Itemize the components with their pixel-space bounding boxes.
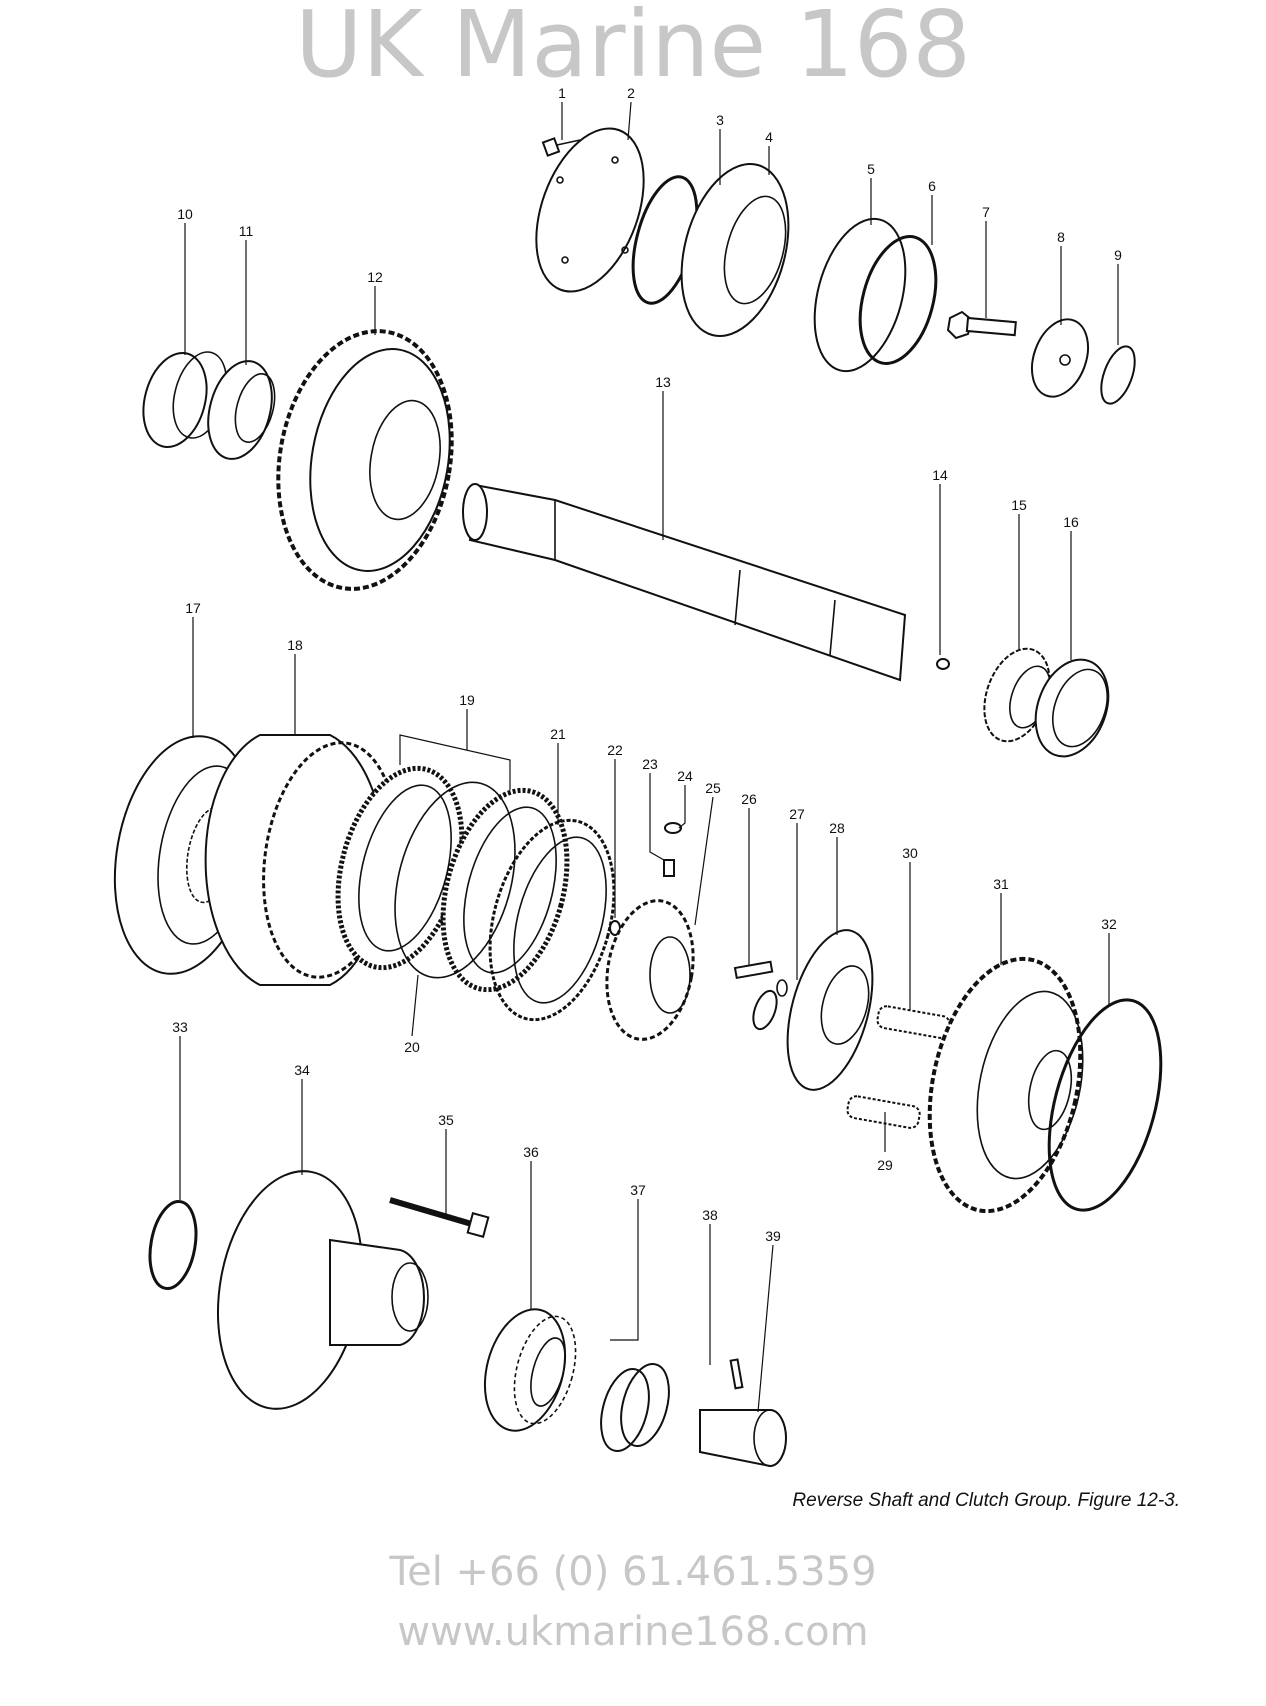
callout-8: 8 bbox=[1057, 229, 1065, 245]
callout-39: 39 bbox=[765, 1228, 781, 1244]
part-25-clutch-hub bbox=[605, 899, 695, 1041]
callout-26: 26 bbox=[741, 791, 757, 807]
part-6-seal-ring bbox=[858, 235, 938, 365]
part-7-bolt bbox=[946, 310, 1017, 340]
part-9-washer bbox=[1100, 345, 1136, 405]
part-14-plug bbox=[936, 658, 950, 670]
part-32-seal-ring bbox=[1047, 998, 1163, 1212]
part-12-reverse-gear bbox=[276, 329, 454, 591]
callout-35: 35 bbox=[438, 1112, 454, 1128]
callout-38: 38 bbox=[702, 1207, 718, 1223]
part-29-spring bbox=[846, 1095, 921, 1129]
callout-25: 25 bbox=[705, 780, 721, 796]
watermark: UK Marine 168 Tel +66 (0) 61.461.5359 ww… bbox=[295, 0, 971, 1655]
callout-23: 23 bbox=[642, 756, 658, 772]
part-39-sleeve bbox=[699, 1409, 787, 1468]
part-11-bearing-cone bbox=[207, 360, 276, 460]
part-30-spring bbox=[876, 1005, 951, 1039]
part-16-bearing-cup bbox=[1034, 658, 1110, 758]
callout-5: 5 bbox=[867, 161, 875, 177]
part-36-ball-bearing bbox=[483, 1308, 577, 1432]
part-20-steel-plate bbox=[394, 781, 516, 979]
callout-24: 24 bbox=[677, 768, 693, 784]
callout-18: 18 bbox=[287, 637, 303, 653]
callout-7: 7 bbox=[982, 204, 990, 220]
callout-21: 21 bbox=[550, 726, 566, 742]
callout-29: 29 bbox=[877, 1157, 893, 1173]
callout-16: 16 bbox=[1063, 514, 1079, 530]
part-8-thick-washer bbox=[1030, 318, 1090, 398]
callout-10: 10 bbox=[177, 206, 193, 222]
watermark-brand: UK Marine 168 bbox=[295, 0, 971, 98]
callout-2: 2 bbox=[627, 85, 635, 101]
part-38-pin bbox=[729, 1358, 744, 1390]
callout-33: 33 bbox=[172, 1019, 188, 1035]
part-27-retaining-clip bbox=[752, 979, 788, 1031]
callout-31: 31 bbox=[993, 876, 1009, 892]
callout-28: 28 bbox=[829, 820, 845, 836]
callout-27: 27 bbox=[789, 806, 805, 822]
part-4-bearing-housing bbox=[680, 163, 790, 337]
callout-19: 19 bbox=[459, 692, 475, 708]
callout-32: 32 bbox=[1101, 916, 1117, 932]
callout-22: 22 bbox=[607, 742, 623, 758]
leader-lines bbox=[179, 101, 1119, 1413]
callout-12: 12 bbox=[367, 269, 383, 285]
callout-30: 30 bbox=[902, 845, 918, 861]
part-37-piston-rings bbox=[600, 1363, 670, 1452]
part-2-cover-plate bbox=[535, 127, 645, 293]
callout-34: 34 bbox=[294, 1062, 310, 1078]
callout-6: 6 bbox=[928, 178, 936, 194]
part-24-plug bbox=[664, 822, 682, 834]
callout-1: 1 bbox=[558, 85, 566, 101]
callout-17: 17 bbox=[185, 600, 201, 616]
callout-9: 9 bbox=[1114, 247, 1122, 263]
part-5-gasket bbox=[813, 217, 907, 373]
part-28-pressure-plate bbox=[786, 929, 874, 1091]
part-33-snap-ring bbox=[148, 1200, 198, 1290]
callout-36: 36 bbox=[523, 1144, 539, 1160]
part-13-reverse-shaft bbox=[462, 483, 907, 682]
part-31-piston-gear bbox=[927, 956, 1084, 1214]
callout-15: 15 bbox=[1011, 497, 1027, 513]
figure-caption: Reverse Shaft and Clutch Group. Figure 1… bbox=[792, 1490, 1180, 1511]
part-21-separator-plate bbox=[488, 818, 616, 1022]
callout-13: 13 bbox=[655, 374, 671, 390]
callout-20: 20 bbox=[404, 1039, 420, 1055]
part-10-bearing-cup bbox=[142, 351, 228, 449]
part-1-bolt bbox=[541, 137, 581, 157]
callout-37: 37 bbox=[630, 1182, 646, 1198]
part-34-clutch-housing bbox=[216, 1170, 429, 1410]
callout-11: 11 bbox=[239, 223, 254, 239]
callout-labels: 1 2 3 4 5 6 7 8 9 10 11 12 13 14 15 16 1… bbox=[172, 85, 1122, 1244]
callout-3: 3 bbox=[716, 112, 724, 128]
part-26-bolt bbox=[733, 960, 774, 980]
callout-4: 4 bbox=[765, 129, 773, 145]
callout-14: 14 bbox=[932, 467, 948, 483]
watermark-website: www.ukmarine168.com bbox=[397, 1609, 868, 1655]
part-23-fitting bbox=[663, 859, 675, 877]
watermark-phone: Tel +66 (0) 61.461.5359 bbox=[388, 1549, 876, 1595]
part-35-long-bolt bbox=[389, 1197, 490, 1238]
